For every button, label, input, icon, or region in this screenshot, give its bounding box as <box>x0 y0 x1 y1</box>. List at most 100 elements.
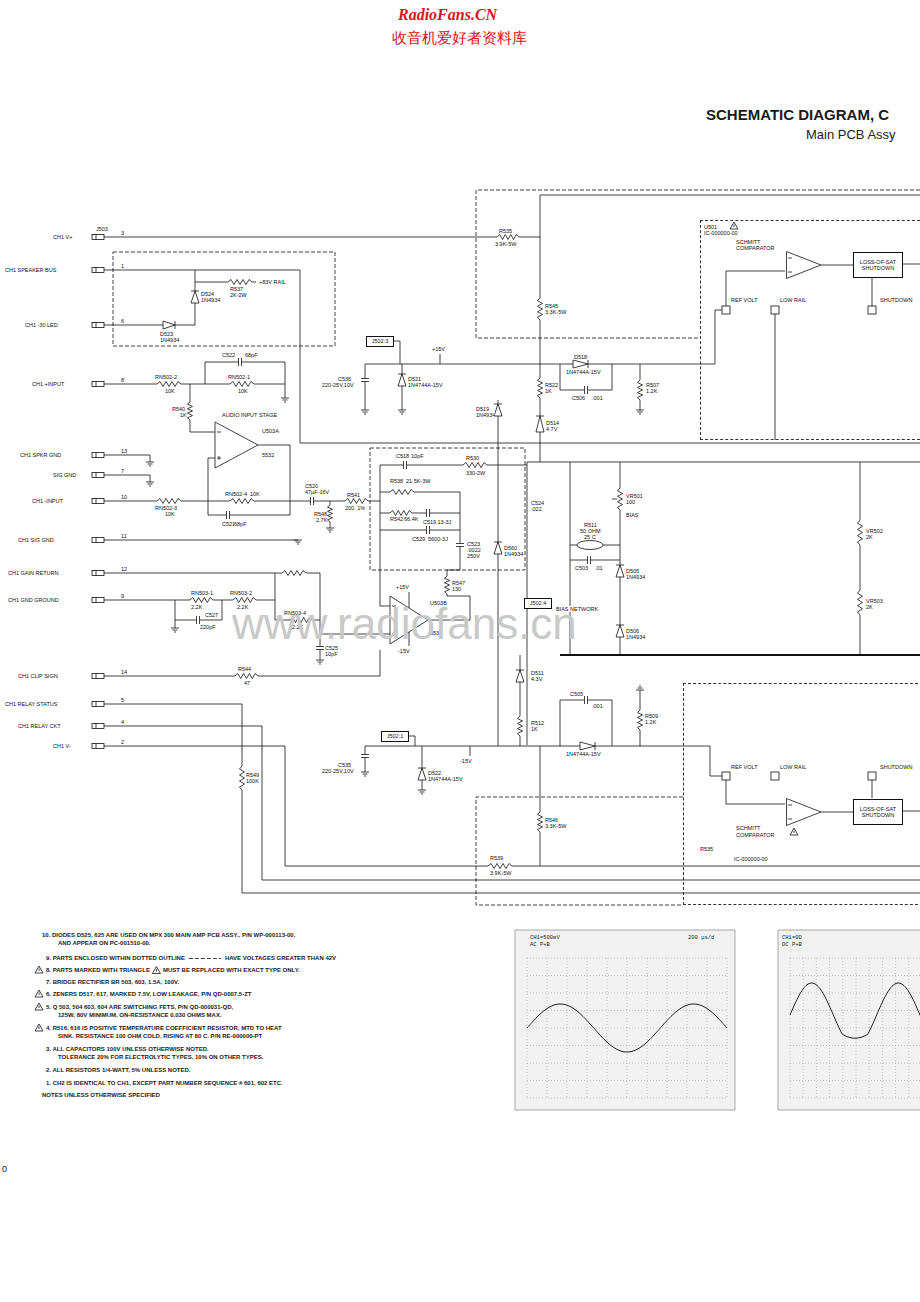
pin-symbol <box>771 306 779 314</box>
resistor-symbol <box>230 382 254 387</box>
ic-outline: U501IC-000000-00SCHMITT COMPARATORLOSS-O… <box>700 220 920 440</box>
scope-readout: 200 μs/d <box>688 935 714 941</box>
connector-pin <box>96 323 97 328</box>
wire <box>620 462 621 488</box>
scope-grid <box>527 993 727 994</box>
wire <box>570 560 588 561</box>
part-label: .001 <box>592 703 603 709</box>
wire <box>470 746 471 756</box>
part-label: R530 <box>466 455 479 461</box>
part-label: 1N4744A-15V <box>428 776 463 782</box>
connector-pin <box>96 382 97 387</box>
part-label: 100 <box>626 499 635 505</box>
part-label: 4 <box>121 719 124 725</box>
part-label: 3.9K-5W <box>495 241 516 247</box>
capacitor-symbol <box>590 556 591 564</box>
note-text: 5. Q 503, 504 603, 604 ARE SWITCHING FET… <box>46 1004 233 1011</box>
wire <box>775 314 776 440</box>
ground-symbol <box>319 664 321 665</box>
part-label: 1K <box>531 726 538 732</box>
wire <box>540 832 541 866</box>
comparator-block: SCHMITT COMPARATOR <box>736 239 821 279</box>
wire <box>402 364 403 374</box>
warning-triangle <box>152 967 160 974</box>
part-label: BIAS <box>626 512 639 518</box>
wire <box>181 384 230 385</box>
ground-symbol <box>639 414 641 415</box>
opamp-pin-mark <box>219 456 220 460</box>
wire <box>110 540 298 541</box>
scope-readout: CH1=0D <box>782 935 802 941</box>
part-label: .13-3J <box>436 519 451 525</box>
dotted-outline <box>476 797 683 905</box>
connector-pin <box>96 571 97 576</box>
scope-grid <box>667 958 668 1098</box>
wire <box>110 455 150 462</box>
wire <box>540 432 541 462</box>
wire <box>195 303 196 325</box>
wire <box>110 270 920 443</box>
resistor-symbol <box>328 505 333 522</box>
wire <box>603 545 620 546</box>
capacitor-symbol <box>426 526 427 534</box>
note-text: NOTES UNLESS OTHERWISE SPECIFIED <box>42 1092 160 1099</box>
scope-readout: CH1=500mV <box>530 935 560 941</box>
part-label: R535 <box>700 846 713 852</box>
connector-pin <box>92 453 104 458</box>
scope-grid <box>882 958 883 1098</box>
scope-grid <box>527 1080 727 1081</box>
ground-symbol <box>318 662 323 663</box>
ground-symbol <box>636 410 644 411</box>
comparator-symbol <box>786 798 821 826</box>
note-text: 1. CH2 IS IDENTICAL TO CH1, EXCEPT PART … <box>46 1080 283 1087</box>
node-text: SCHMITT COMPARATOR <box>736 825 782 838</box>
diagram-title: SCHEMATIC DIAGRAM, C <box>706 106 889 123</box>
part-label: CH1 +INPUT <box>32 381 64 387</box>
wire <box>520 736 521 746</box>
wire <box>640 364 641 380</box>
part-label: 1N4934 <box>626 634 645 640</box>
connector-pin <box>92 724 104 729</box>
scope-grid <box>527 1028 727 1029</box>
capacitor-symbol <box>229 511 230 519</box>
wire <box>213 600 233 601</box>
wire <box>258 445 290 501</box>
ground-symbol <box>418 790 426 791</box>
wire <box>208 501 230 502</box>
ground-symbol <box>297 544 299 545</box>
note-text: TOLERANCE 20% FOR ELECTROLYTIC TYPES, 10… <box>58 1054 263 1061</box>
diode-symbol <box>616 565 624 577</box>
capacitor-symbol <box>429 509 430 517</box>
part-label: 1N4744A-15V <box>566 369 601 375</box>
part-label: 47 <box>244 680 250 686</box>
wire <box>588 364 613 390</box>
wire <box>110 501 157 502</box>
connector-pin <box>92 744 104 749</box>
note-text: 4. R516, 616 IS POSITIVE TEMPERATURE COE… <box>46 1025 282 1032</box>
wire <box>200 600 223 620</box>
part-label: C505 <box>570 691 583 697</box>
ground-symbol <box>328 530 333 531</box>
capacitor-symbol <box>361 381 369 382</box>
warning-triangle <box>734 225 735 228</box>
wire <box>110 600 190 601</box>
part-label: 68pF <box>245 352 258 358</box>
watermark: RadioFans.CN <box>398 6 497 24</box>
ptc-resistor-symbol <box>577 541 603 550</box>
comparator-block: SCHMITT COMPARATOR <box>736 796 821 838</box>
part-label: C518 <box>396 453 409 459</box>
warning-triangle <box>35 990 43 997</box>
dotted-outline <box>476 190 920 338</box>
part-label: 66.4K <box>404 516 418 522</box>
part-label: 8 <box>121 377 124 383</box>
wire <box>104 501 110 502</box>
warning-triangle <box>156 969 157 972</box>
part-label: C522 <box>222 352 235 358</box>
node-text: U501 <box>704 224 920 230</box>
resistor-symbol <box>497 235 519 240</box>
part-label: CH1 GAIN RETURN <box>8 570 58 576</box>
resistor-symbol <box>230 499 254 504</box>
part-label: 12 <box>121 566 127 572</box>
wire <box>104 325 110 326</box>
